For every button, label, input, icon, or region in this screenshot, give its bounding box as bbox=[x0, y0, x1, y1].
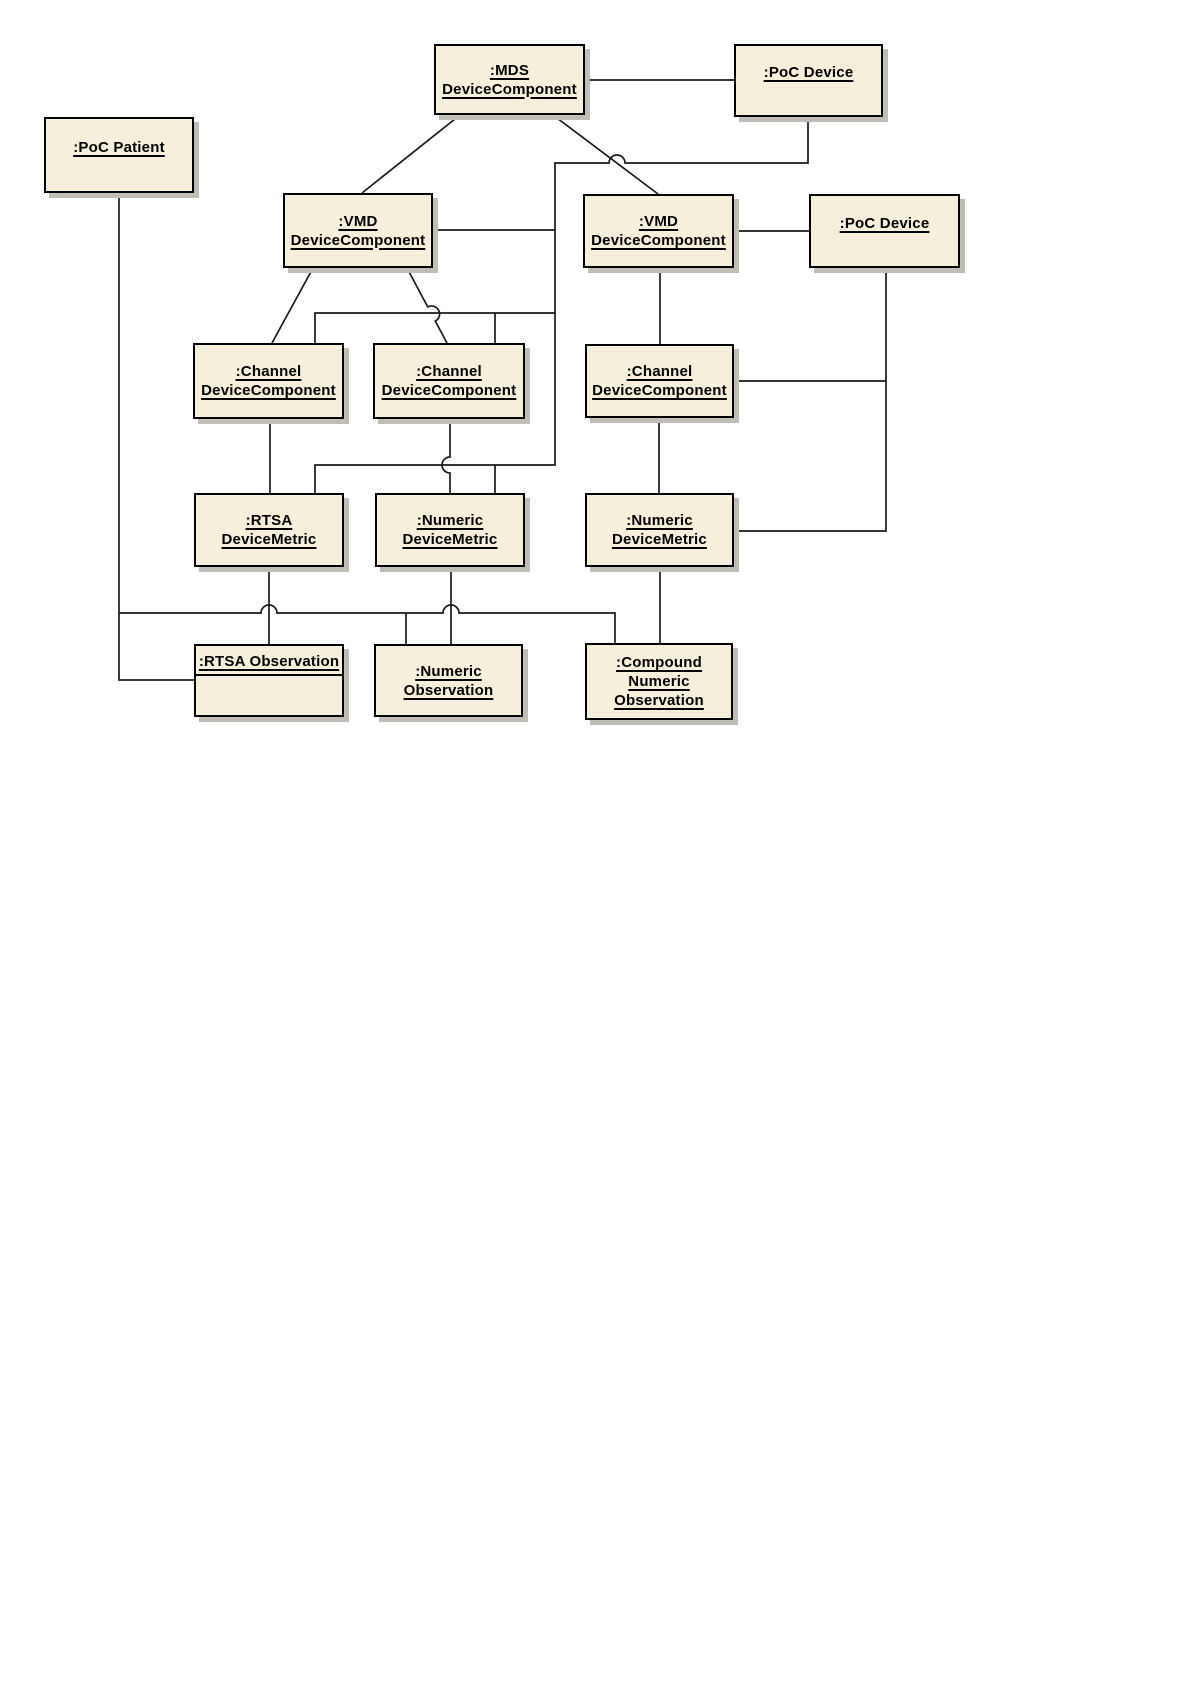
connector-poc-patient-trunk bbox=[118, 193, 194, 681]
object-poc-patient: :PoC Patient bbox=[44, 117, 194, 193]
object-label: :Channel bbox=[416, 363, 482, 380]
object-label: DeviceComponent bbox=[290, 231, 426, 249]
object-vmd-device-component-left: :VMD DeviceComponent bbox=[283, 193, 433, 268]
connector-mds-vmd-right bbox=[552, 114, 659, 195]
object-numeric-observation: :Numeric Observation bbox=[374, 644, 523, 717]
object-label: :Numeric bbox=[415, 662, 482, 680]
object-label: Observation bbox=[614, 692, 704, 709]
object-label: :RTSA bbox=[245, 512, 293, 529]
object-label: DeviceComponent bbox=[591, 232, 726, 249]
object-label: DeviceMetric bbox=[612, 531, 707, 548]
connector-poc-device-right-trunk bbox=[734, 268, 887, 532]
object-label: DeviceComponent bbox=[442, 80, 577, 98]
connector-vmd-left-channel-left bbox=[271, 267, 314, 344]
object-label: :PoC Device bbox=[763, 64, 854, 81]
object-label: DeviceComponent bbox=[381, 382, 517, 399]
diagram-canvas: :MDS DeviceComponent :PoC Device :PoC Pa… bbox=[0, 0, 1189, 780]
connector-layer bbox=[118, 79, 887, 681]
object-label: Observation bbox=[403, 681, 494, 699]
object-label: :PoC Device bbox=[839, 214, 930, 232]
connector-poc-device-channel-left-branch bbox=[314, 312, 555, 343]
object-label: :MDS bbox=[489, 61, 530, 79]
object-label: DeviceComponent bbox=[201, 382, 336, 399]
object-label: :Channel bbox=[235, 363, 302, 380]
object-label: :Compound bbox=[616, 654, 702, 671]
object-label: :VMD bbox=[638, 213, 679, 230]
connector-mds-vmd-left bbox=[361, 114, 461, 194]
connector-poc-patient-observations bbox=[119, 604, 616, 643]
object-label: Numeric bbox=[628, 673, 690, 690]
connector-poc-device-trunk bbox=[314, 117, 809, 493]
object-label: DeviceMetric bbox=[402, 531, 498, 548]
object-numeric-device-metric-right: :Numeric DeviceMetric bbox=[585, 493, 734, 567]
object-rtsa-observation: :RTSA Observation bbox=[194, 644, 344, 717]
object-compound-numeric-observation: :Compound Numeric Observation bbox=[585, 643, 733, 720]
object-channel-device-component-right: :Channel DeviceComponent bbox=[585, 344, 734, 418]
object-poc-device-top: :PoC Device bbox=[734, 44, 883, 117]
object-poc-device-right: :PoC Device bbox=[809, 194, 960, 268]
object-numeric-device-metric-mid: :Numeric DeviceMetric bbox=[375, 493, 525, 567]
object-label: :Numeric bbox=[626, 512, 693, 529]
object-mds-device-component: :MDS DeviceComponent bbox=[434, 44, 585, 115]
object-vmd-device-component-right: :VMD DeviceComponent bbox=[583, 194, 734, 268]
object-rtsa-device-metric: :RTSA DeviceMetric bbox=[194, 493, 344, 567]
object-label: DeviceMetric bbox=[221, 531, 317, 548]
object-channel-device-component-left: :Channel DeviceComponent bbox=[193, 343, 344, 419]
object-label: DeviceComponent bbox=[592, 382, 727, 399]
object-label: :RTSA Observation bbox=[198, 653, 340, 670]
object-label: :Numeric bbox=[416, 512, 484, 529]
object-label: :Channel bbox=[626, 363, 693, 380]
object-label: :VMD bbox=[338, 212, 378, 230]
compartment-divider bbox=[195, 674, 343, 676]
connector-channel-mid-numeric-metric bbox=[441, 419, 451, 493]
object-channel-device-component-mid: :Channel DeviceComponent bbox=[373, 343, 525, 419]
connector-vmd-left-channel-mid bbox=[406, 267, 448, 344]
object-label: :PoC Patient bbox=[73, 138, 165, 156]
